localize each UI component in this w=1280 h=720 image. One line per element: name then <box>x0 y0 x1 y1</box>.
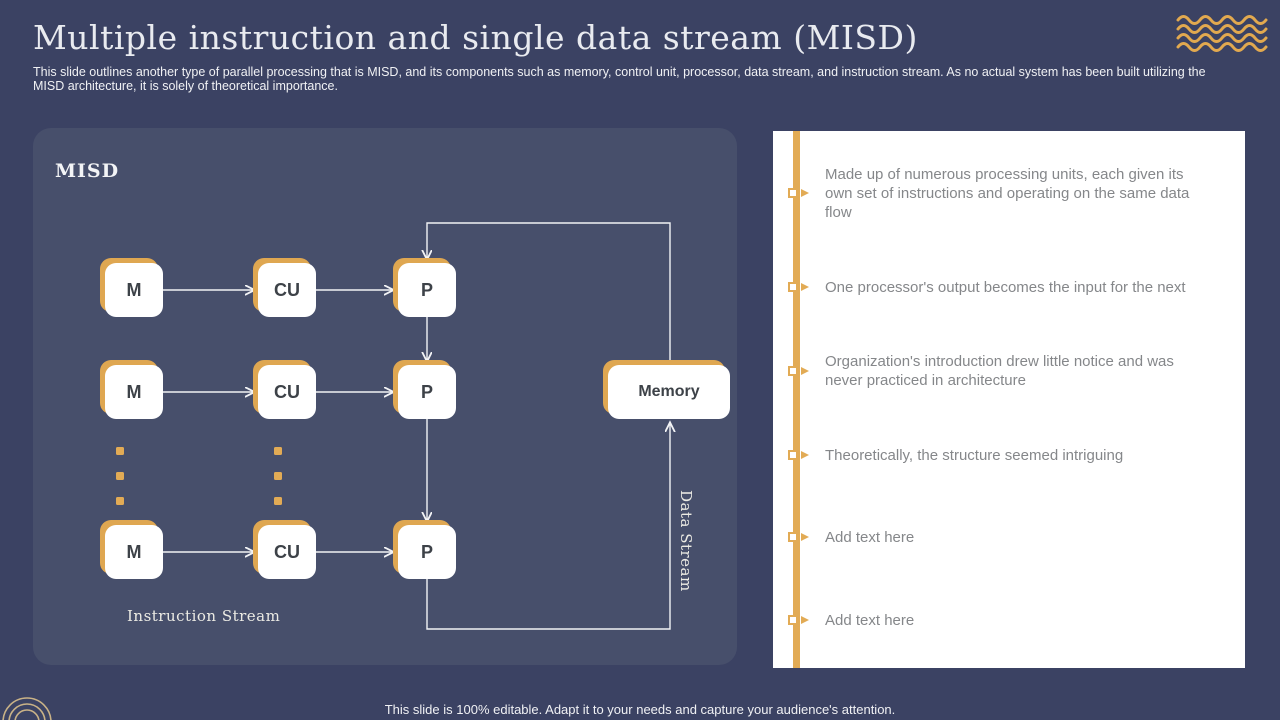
bullet-item: Organization's introduction drew little … <box>773 337 1223 405</box>
bullet-text: Organization's introduction drew little … <box>825 353 1174 389</box>
slide-subtitle: This slide outlines another type of para… <box>33 65 1206 93</box>
diagram-connectors <box>163 222 737 630</box>
flag-bullet-icon <box>788 366 809 376</box>
ellipsis-dot-icon <box>116 447 124 455</box>
instruction-stream-label: Instruction Stream <box>127 607 281 625</box>
bullet-text: Made up of numerous processing units, ea… <box>825 165 1190 221</box>
processor-node: P <box>398 263 456 317</box>
footer-note: This slide is 100% editable. Adapt it to… <box>384 702 896 717</box>
node-label: P <box>420 541 433 562</box>
bullet-item: Add text here <box>773 503 1223 571</box>
page-title: Multiple instruction and single data str… <box>33 18 918 57</box>
flag-bullet-icon <box>788 615 809 625</box>
bullet-text: Add text here <box>825 611 915 629</box>
control-unit-node: CU <box>258 365 316 419</box>
control-unit-node: CU <box>258 525 316 579</box>
node-label: Memory <box>638 383 700 400</box>
ellipsis-dot-icon <box>116 472 124 480</box>
ellipsis-dot-icon <box>274 497 282 505</box>
ellipsis-dot-icon <box>116 497 124 505</box>
bullet-list-panel: Made up of numerous processing units, ea… <box>773 131 1245 668</box>
accent-bar <box>793 131 800 668</box>
data-stream-label: Data Stream <box>677 490 695 592</box>
bullet-text: One processor's output becomes the input… <box>825 278 1186 296</box>
node-label: P <box>420 381 433 402</box>
control-unit-node: CU <box>258 263 316 317</box>
node-label: M <box>126 381 142 402</box>
node-label: M <box>126 279 142 300</box>
bullet-item: Theoretically, the structure seemed intr… <box>773 421 1223 489</box>
ellipsis-dot-icon <box>274 447 282 455</box>
bullet-item: One processor's output becomes the input… <box>773 253 1223 321</box>
bullet-item: Made up of numerous processing units, ea… <box>773 159 1223 227</box>
node-label: CU <box>274 541 300 562</box>
node-label: CU <box>274 279 300 300</box>
bullet-text: Theoretically, the structure seemed intr… <box>825 446 1124 464</box>
concentric-rings-icon <box>2 697 52 720</box>
processor-node: P <box>398 525 456 579</box>
bullet-item: Add text here <box>773 586 1223 654</box>
waves-icon <box>1176 15 1268 52</box>
memory-node: Memory <box>608 365 730 419</box>
ellipsis-dot-icon <box>274 472 282 480</box>
flag-bullet-icon <box>788 450 809 460</box>
bullet-text: Add text here <box>825 528 915 546</box>
flag-bullet-icon <box>788 282 809 292</box>
flag-bullet-icon <box>788 532 809 542</box>
memory-module-node: M <box>105 263 163 317</box>
misd-diagram-panel: MISD M CU P M <box>33 128 737 665</box>
node-label: P <box>420 279 433 300</box>
memory-module-node: M <box>105 525 163 579</box>
processor-node: P <box>398 365 456 419</box>
diagram-title: MISD <box>55 160 120 182</box>
flag-bullet-icon <box>788 188 809 198</box>
node-label: M <box>126 541 142 562</box>
memory-module-node: M <box>105 365 163 419</box>
node-label: CU <box>274 381 300 402</box>
